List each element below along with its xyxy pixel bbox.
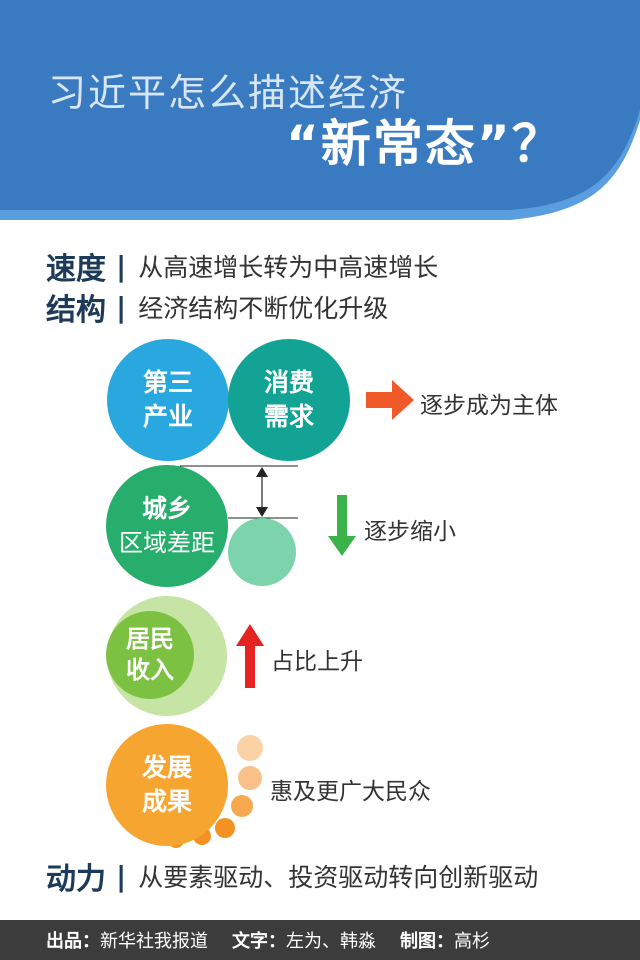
rising-share-label: 占比上升	[271, 649, 363, 675]
structure-value: 经济结构不断优化升级	[138, 294, 389, 323]
results-line-1: 发展	[141, 753, 192, 782]
arrow-right-icon	[366, 380, 414, 420]
power-separator: |	[116, 859, 127, 893]
arrow-up-icon	[236, 624, 264, 688]
design-value: 高杉	[454, 931, 490, 952]
speed-separator: |	[116, 249, 127, 283]
gap-small-circle	[228, 518, 296, 586]
income-line-2: 收入	[126, 656, 174, 684]
header-band	[0, 0, 640, 220]
producer-value: 新华社我报道	[100, 931, 208, 952]
urban-line-1: 城乡	[141, 494, 192, 523]
speed-key: 速度	[46, 252, 106, 287]
consumption-line-1: 消费	[263, 368, 314, 397]
design-key: 制图：	[400, 931, 454, 952]
structure-row: 结构 | 经济结构不断优化升级	[46, 287, 389, 329]
income-line-1: 居民	[126, 625, 174, 653]
urban-line-2: 区域差距	[119, 529, 215, 557]
tertiary-industry-circle: 第三 产业	[107, 339, 229, 461]
benefit-label: 惠及更广大民众	[270, 779, 431, 805]
development-results-circle: 发展 成果	[106, 724, 228, 846]
results-line-2: 成果	[141, 787, 192, 816]
power-row: 动力 | 从要素驱动、投资驱动转向创新驱动	[46, 856, 539, 898]
title-line-2: “新常态”？	[286, 115, 564, 173]
structure-separator: |	[116, 290, 127, 324]
main-body-label: 逐步成为主体	[420, 393, 558, 419]
tertiary-line-2: 产业	[142, 402, 193, 431]
power-value: 从要素驱动、投资驱动转向创新驱动	[138, 863, 539, 892]
resident-income-circle: 居民 收入	[106, 611, 194, 699]
consumption-line-2: 需求	[263, 402, 314, 431]
power-key: 动力	[46, 862, 106, 897]
text-key: 文字：	[232, 931, 286, 952]
tertiary-line-1: 第三	[142, 368, 193, 397]
speed-row: 速度 | 从高速增长转为中高速增长	[46, 246, 439, 288]
title-line-1: 习近平怎么描述经济	[48, 71, 409, 115]
consumer-demand-circle: 消费 需求	[228, 339, 350, 461]
speed-value: 从高速增长转为中高速增长	[138, 253, 439, 282]
credits-footer: 出品： 新华社我报道 文字： 左为、韩淼 制图： 高杉	[0, 920, 640, 960]
urban-rural-gap-circle: 城乡 区域差距	[106, 465, 228, 587]
shrinking-label: 逐步缩小	[364, 519, 456, 545]
gap-measure-lines	[180, 465, 298, 519]
producer-key: 出品：	[46, 931, 100, 952]
text-value: 左为、韩淼	[286, 931, 376, 952]
arrow-down-icon	[328, 495, 356, 556]
structure-key: 结构	[46, 293, 106, 328]
